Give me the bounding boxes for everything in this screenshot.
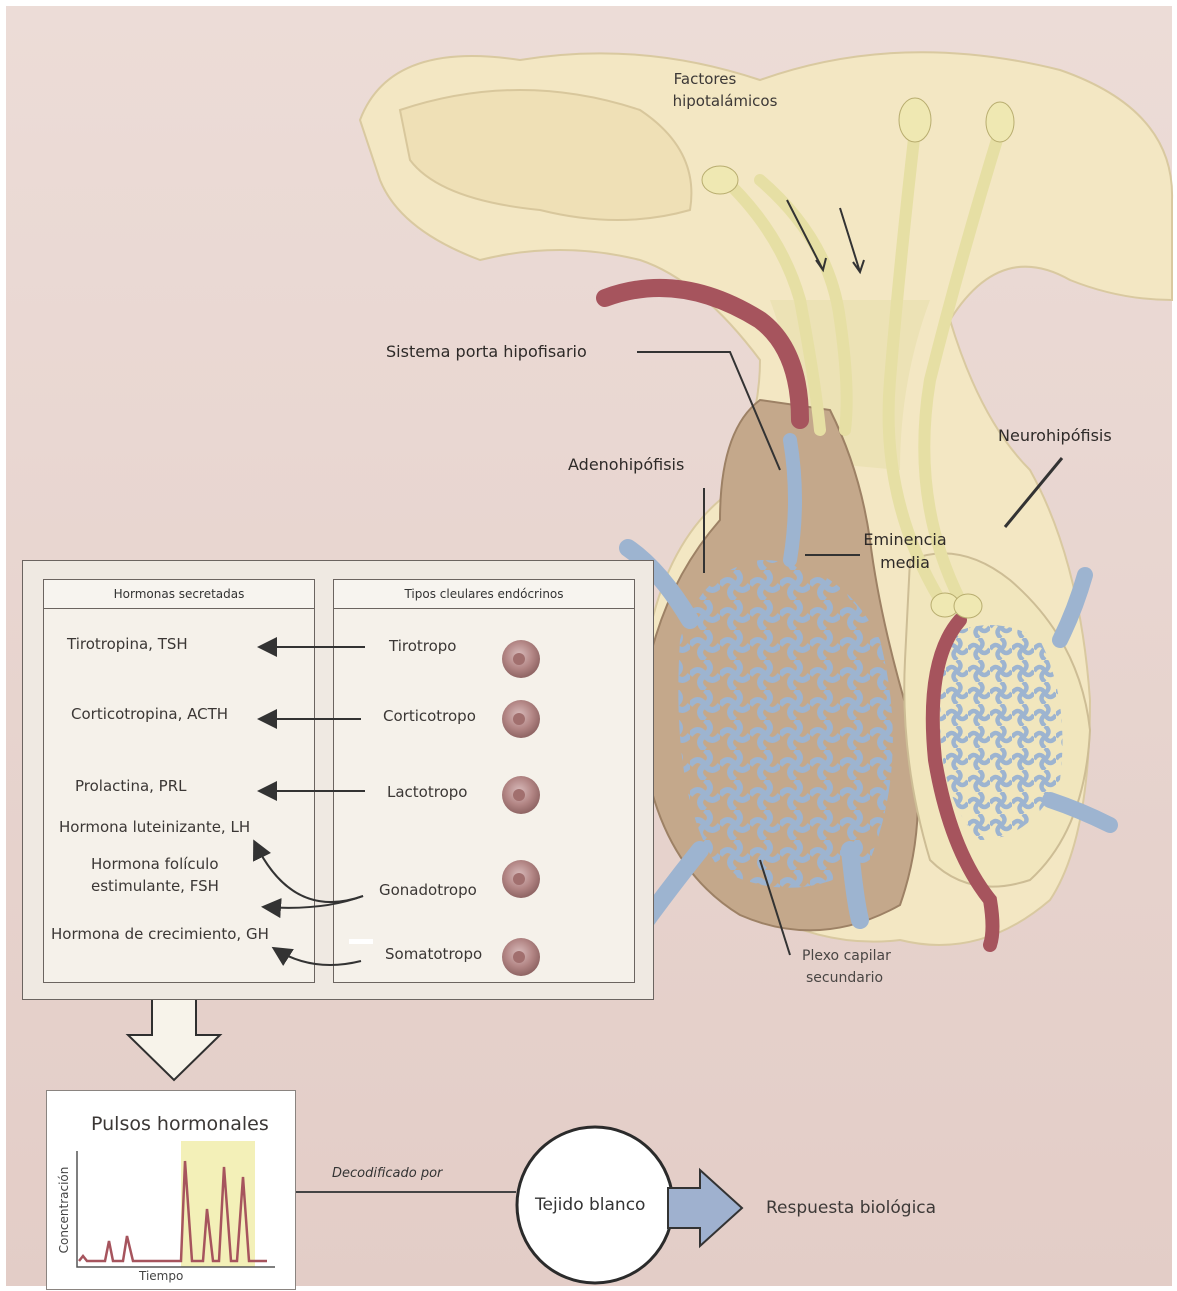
cell-nucleus <box>513 951 525 963</box>
vein-stalk <box>790 440 795 560</box>
arrow-fsh <box>265 896 363 908</box>
label-media: media <box>860 553 950 572</box>
hormone-table: Hormonas secretadas Tipos cleulares endó… <box>22 560 654 1000</box>
label-plexo-2: secundario <box>806 970 883 986</box>
label-target-tissue: Tejido blanco <box>535 1195 645 1215</box>
vein-lower <box>850 850 860 920</box>
mark <box>349 939 373 944</box>
label-adenohipofisis: Adenohipófisis <box>568 455 684 474</box>
cell-nucleus <box>513 873 525 885</box>
neuron-body <box>702 166 738 194</box>
capillary-plexus <box>678 560 893 888</box>
pulse-chart: Pulsos hormonales Concentración Tiempo <box>46 1090 296 1290</box>
table-arrows <box>23 561 653 999</box>
neuron-body <box>899 98 931 142</box>
pulse-plot <box>47 1091 295 1289</box>
label-factores: Factores <box>640 70 770 88</box>
label-sistema-porta: Sistema porta hipofisario <box>386 342 587 361</box>
arrow-lh <box>255 843 363 902</box>
blank-patch <box>99 1195 155 1223</box>
label-neurohipofisis: Neurohipófisis <box>998 426 1112 445</box>
label-plexo-1: Plexo capilar <box>802 948 891 964</box>
label-hipotalamicos: hipotalámicos <box>660 92 790 110</box>
cell-nucleus <box>513 713 525 725</box>
label-biological-response: Respuesta biológica <box>766 1198 936 1218</box>
cell-nucleus <box>513 789 525 801</box>
label-decoded-by: Decodificado por <box>332 1166 442 1181</box>
arrow-gh <box>275 949 361 965</box>
cell-nucleus <box>513 653 525 665</box>
neuron-body <box>986 102 1014 142</box>
nerve-terminal <box>954 594 982 618</box>
label-eminencia: Eminencia <box>860 530 950 549</box>
